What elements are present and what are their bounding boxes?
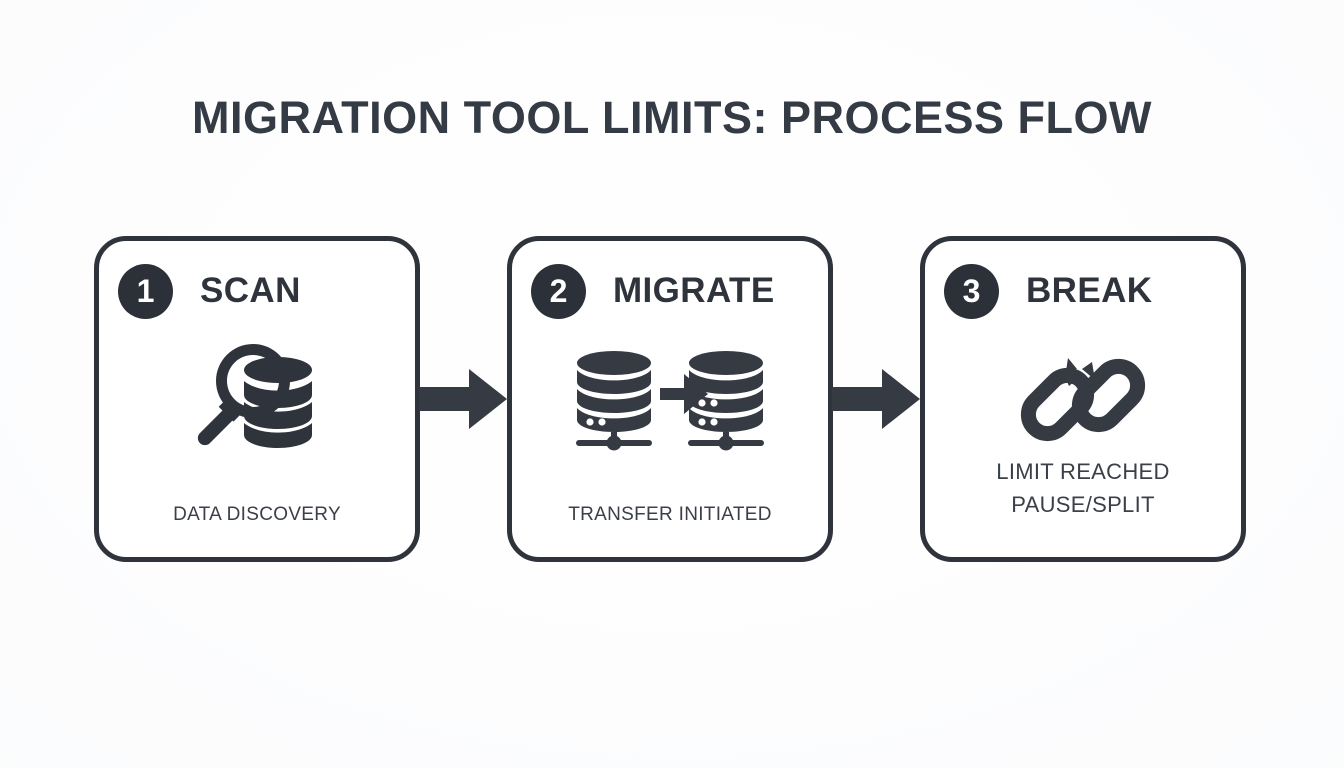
connector-arrow-1 — [419, 365, 507, 433]
step-title: MIGRATE — [613, 271, 775, 310]
process-flow: 1 SCAN — [94, 236, 1246, 564]
step-title: SCAN — [200, 271, 301, 310]
step-icon-area — [925, 337, 1241, 467]
step-title: BREAK — [1026, 271, 1153, 310]
step-caption: LIMIT REACHED PAUSE/SPLIT — [933, 455, 1233, 521]
step-caption: TRANSFER INITIATED — [520, 501, 820, 530]
step-card-break[interactable]: 3 BREAK — [920, 236, 1246, 562]
step-number-badge: 2 — [531, 263, 586, 319]
page-title: MIGRATION TOOL LIMITS: PROCESS FLOW — [192, 92, 1152, 143]
caption-line: TRANSFER INITIATED — [568, 503, 772, 525]
caption-line: DATA DISCOVERY — [173, 503, 341, 525]
broken-chain-icon — [1019, 337, 1147, 468]
magnifier-database-icon — [187, 338, 327, 467]
step-header: 2 MIGRATE — [531, 263, 775, 319]
step-header: 1 SCAN — [118, 263, 301, 319]
connector-arrow-2 — [832, 365, 920, 433]
step-card-scan[interactable]: 1 SCAN — [94, 236, 420, 562]
step-number-badge: 3 — [944, 263, 999, 319]
database-transfer-icon — [562, 348, 778, 457]
step-number-badge: 1 — [118, 263, 173, 319]
step-icon-area — [99, 337, 415, 467]
step-card-migrate[interactable]: 2 MIGRATE — [507, 236, 833, 562]
step-header: 3 BREAK — [944, 263, 1152, 319]
step-icon-area — [512, 337, 828, 467]
caption-line: PAUSE/SPLIT — [1011, 492, 1155, 517]
caption-line: LIMIT REACHED — [996, 459, 1170, 484]
step-caption: DATA DISCOVERY — [107, 501, 407, 530]
